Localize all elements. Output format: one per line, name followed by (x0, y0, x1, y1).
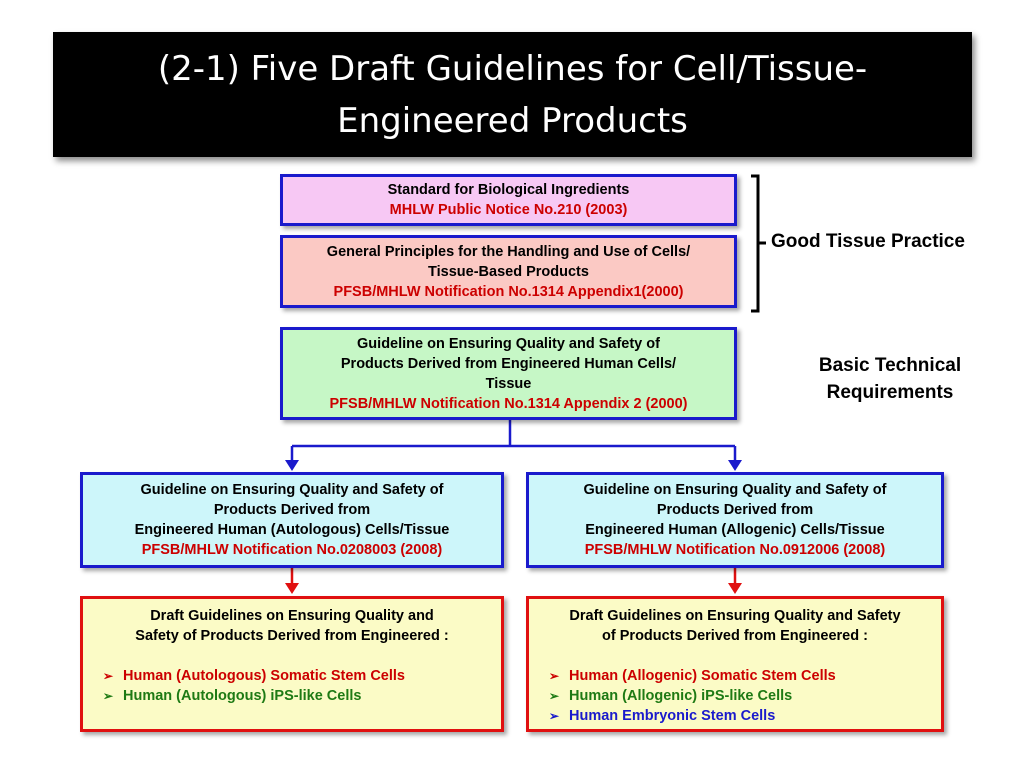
arrow-right-blue (728, 460, 742, 471)
box1-line2: MHLW Public Notice No.210 (2003) (389, 202, 628, 218)
box2-line3: PFSB/MHLW Notification No.1314 Appendix1… (333, 283, 684, 300)
title-line-1: (2-1) Five Draft Guidelines for Cell/Tis… (157, 48, 868, 89)
box3-line2: Products Derived from Engineered Human C… (340, 355, 677, 372)
split-connector (290, 420, 737, 462)
box6-line1: Draft Guidelines on Ensuring Quality and (150, 608, 434, 624)
list-item: ➢ Human (Autologous) iPS-like Cells (103, 686, 501, 706)
box1-line1: Standard for Biological Ingredients (387, 182, 630, 198)
arrow-left-blue (285, 460, 299, 471)
box7-line2: of Products Derived from Engineered : (602, 628, 868, 644)
box-basic-guideline: Guideline on Ensuring Quality and Safety… (280, 327, 737, 420)
list-item: ➢ Human (Autologous) Somatic Stem Cells (103, 666, 501, 686)
list-item-text: Human Embryonic Stem Cells (569, 708, 776, 724)
box-general-principles: General Principles for the Handling and … (280, 235, 737, 308)
box4-line1: Guideline on Ensuring Quality and Safety… (140, 482, 444, 498)
box5-line1: Guideline on Ensuring Quality and Safety… (583, 482, 887, 498)
arrow-right-red (728, 583, 742, 594)
box-autologous-draft: Draft Guidelines on Ensuring Quality and… (80, 596, 504, 732)
box4-line2: Products Derived from (213, 502, 371, 518)
box5-line3: Engineered Human (Allogenic) Cells/Tissu… (585, 522, 885, 538)
box7-list: ➢ Human (Allogenic) Somatic Stem Cells ➢ H… (529, 666, 941, 726)
good-tissue-practice-label: Good Tissue Practice (771, 231, 965, 252)
box7-line1: Draft Guidelines on Ensuring Quality and… (569, 608, 901, 624)
arrow-left-red (285, 583, 299, 594)
box4-line3: Engineered Human (Autologous) Cells/Tiss… (134, 522, 450, 538)
basic-technical-requirements-label: Basic Technical Requirements (790, 352, 990, 406)
bullet-arrow-icon: ➢ (549, 709, 560, 723)
bullet-arrow-icon: ➢ (103, 669, 114, 683)
box2-line1: General Principles for the Handling and … (326, 243, 691, 260)
bullet-arrow-icon: ➢ (103, 689, 114, 703)
box-allogenic-draft: Draft Guidelines on Ensuring Quality and… (526, 596, 944, 732)
gtp-bracket (751, 174, 760, 313)
list-item: ➢ Human (Allogenic) Somatic Stem Cells (549, 666, 941, 686)
box5-line2: Products Derived from (656, 502, 814, 518)
box6-line2: Safety of Products Derived from Engineer… (135, 628, 449, 644)
box3-line3: Tissue (485, 375, 532, 392)
list-item: ➢ Human Embryonic Stem Cells (549, 706, 941, 726)
box-autologous-guideline: Guideline on Ensuring Quality and Safety… (80, 472, 504, 568)
box-allogenic-guideline: Guideline on Ensuring Quality and Safety… (526, 472, 944, 568)
bullet-arrow-icon: ➢ (549, 689, 560, 703)
list-item-text: Human (Autologous) iPS-like Cells (123, 688, 362, 704)
box2-line2: Tissue-Based Products (428, 263, 589, 280)
box-biological-ingredients: Standard for Biological Ingredients MHLW… (280, 174, 737, 226)
box6-list: ➢ Human (Autologous) Somatic Stem Cells ➢… (83, 666, 501, 706)
list-item-text: Human (Allogenic) iPS-like Cells (569, 688, 793, 704)
btr-line2: Requirements (826, 382, 954, 403)
title-line-2: Engineered Products (337, 100, 688, 141)
box3-line4: PFSB/MHLW Notification No.1314 Appendix … (329, 395, 688, 412)
bullet-arrow-icon: ➢ (549, 669, 560, 683)
box4-line4: PFSB/MHLW Notification No.0208003 (2008) (141, 542, 443, 558)
box5-line4: PFSB/MHLW Notification No.0912006 (2008) (584, 542, 886, 558)
list-item: ➢ Human (Allogenic) iPS-like Cells (549, 686, 941, 706)
list-item-text: Human (Allogenic) Somatic Stem Cells (569, 668, 836, 684)
slide-title: (2-1) Five Draft Guidelines for Cell/Tis… (53, 32, 972, 157)
btr-line1: Basic Technical (818, 355, 962, 376)
box3-line1: Guideline on Ensuring Quality and Safety… (357, 335, 660, 352)
list-item-text: Human (Autologous) Somatic Stem Cells (123, 668, 405, 684)
